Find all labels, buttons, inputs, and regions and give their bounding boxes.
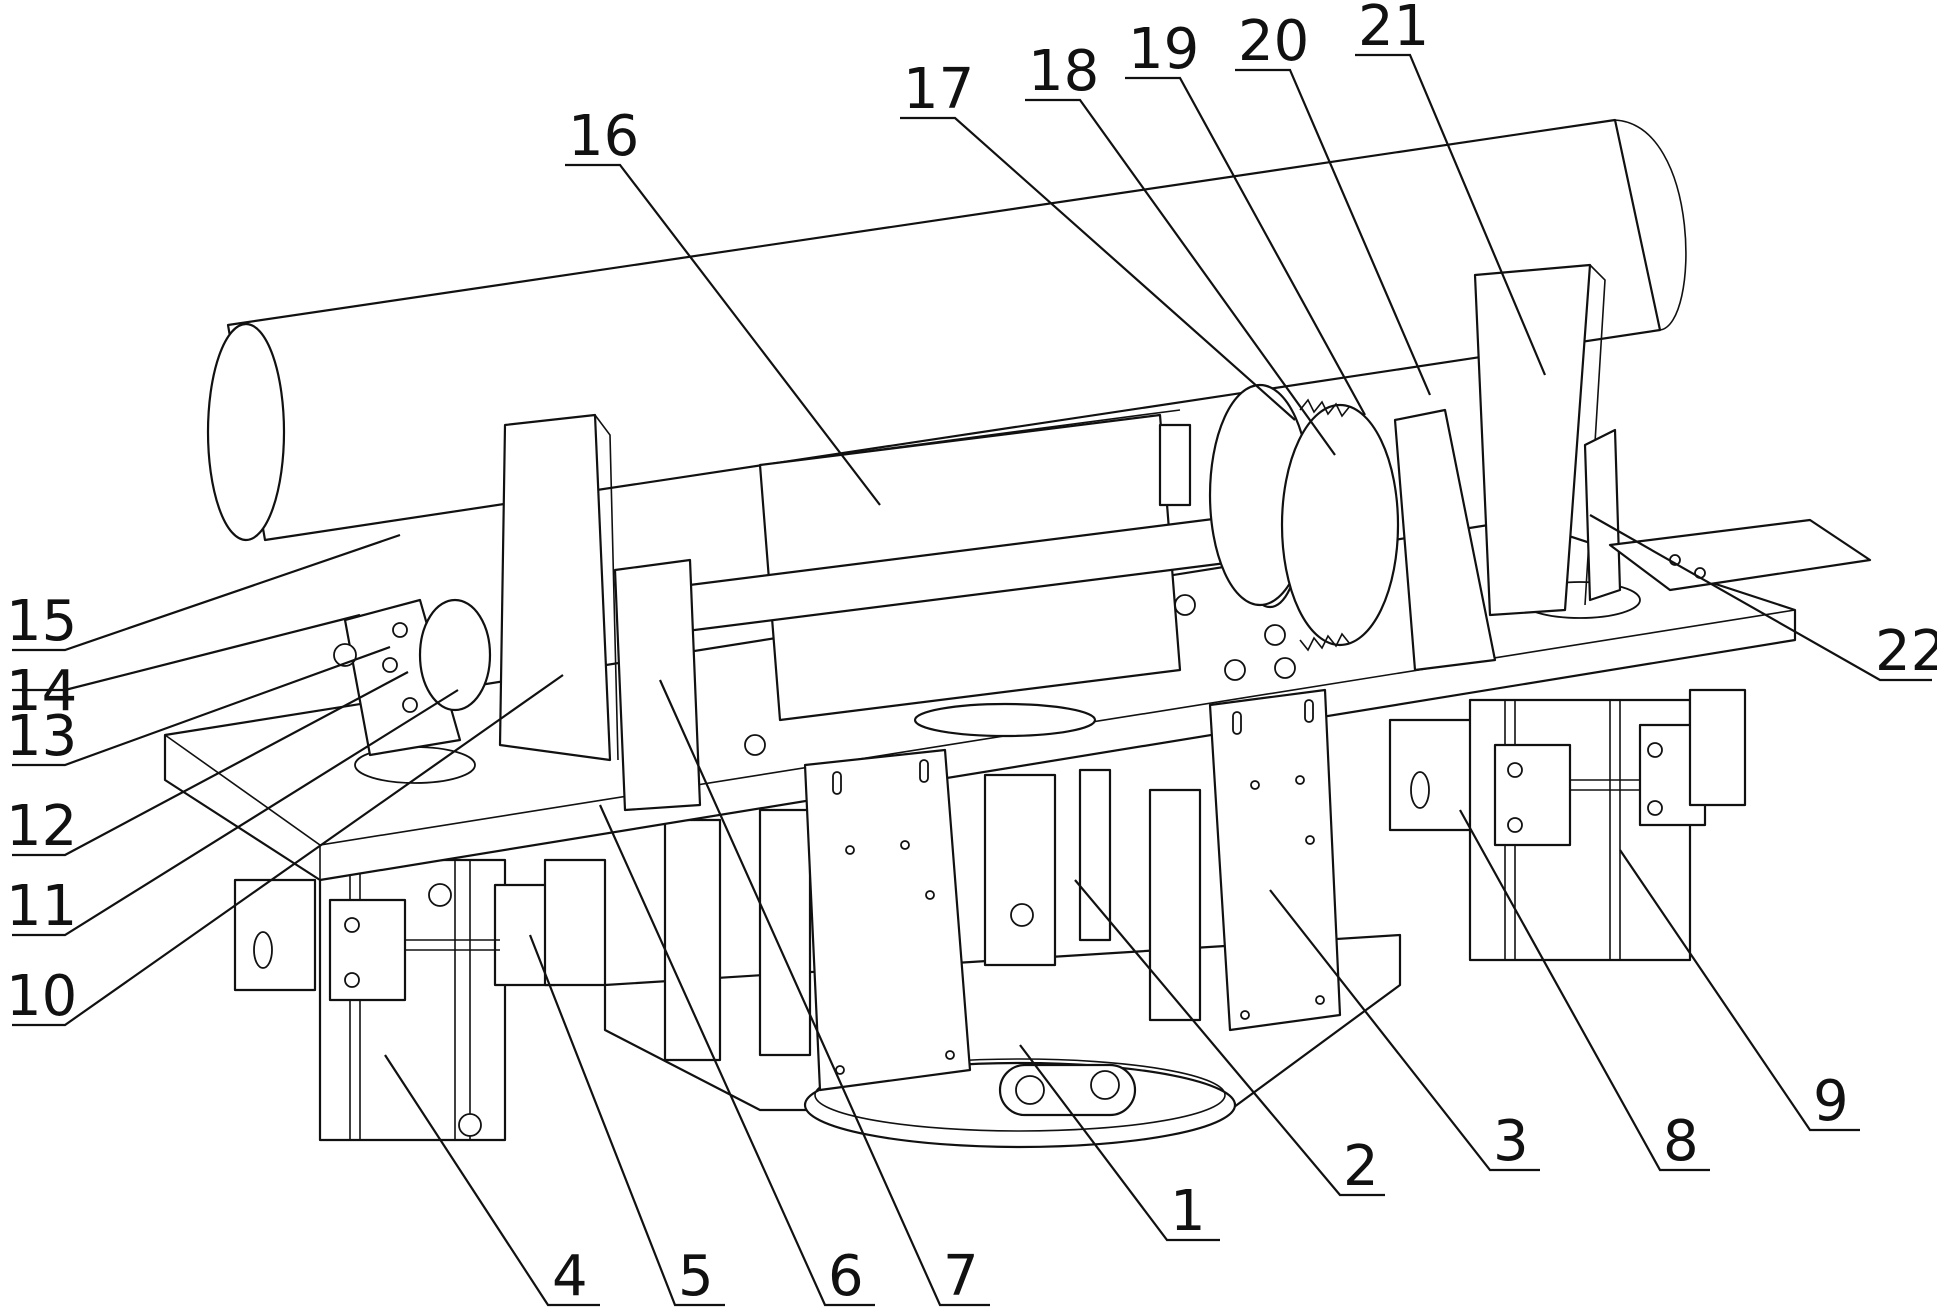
label-2: 2 (1343, 1134, 1379, 1199)
label-9: 9 (1813, 1069, 1849, 1134)
label-11: 11 (6, 874, 77, 939)
part-numbers: 1 2 3 4 5 6 7 8 9 10 11 12 13 14 15 16 1… (6, 0, 1937, 1309)
label-6: 6 (828, 1244, 864, 1309)
label-10: 10 (6, 964, 77, 1029)
label-20: 20 (1238, 9, 1309, 74)
label-7: 7 (943, 1244, 979, 1309)
label-16: 16 (568, 104, 639, 169)
label-4: 4 (552, 1244, 588, 1309)
support-columns (663, 768, 1202, 1062)
label-17: 17 (903, 57, 974, 122)
right-supports (613, 263, 1622, 812)
left-linear-cylinder (233, 858, 607, 1142)
label-19: 19 (1128, 17, 1199, 82)
label-22: 22 (1875, 619, 1937, 684)
label-18: 18 (1028, 39, 1099, 104)
label-21: 21 (1358, 0, 1429, 59)
label-15: 15 (6, 589, 77, 654)
label-1: 1 (1170, 1179, 1206, 1244)
gear-pair (1208, 383, 1400, 652)
leader-lines (12, 53, 1932, 1307)
mounting-plates (803, 688, 1342, 1092)
label-14: 14 (6, 659, 77, 724)
left-flange-assembly (333, 598, 492, 757)
label-13: 13 (6, 704, 77, 769)
clamp-plate (1608, 518, 1872, 592)
label-8: 8 (1663, 1109, 1699, 1174)
label-5: 5 (678, 1244, 714, 1309)
label-12: 12 (6, 794, 77, 859)
label-3: 3 (1493, 1109, 1529, 1174)
right-linear-cylinder (1388, 688, 1747, 962)
